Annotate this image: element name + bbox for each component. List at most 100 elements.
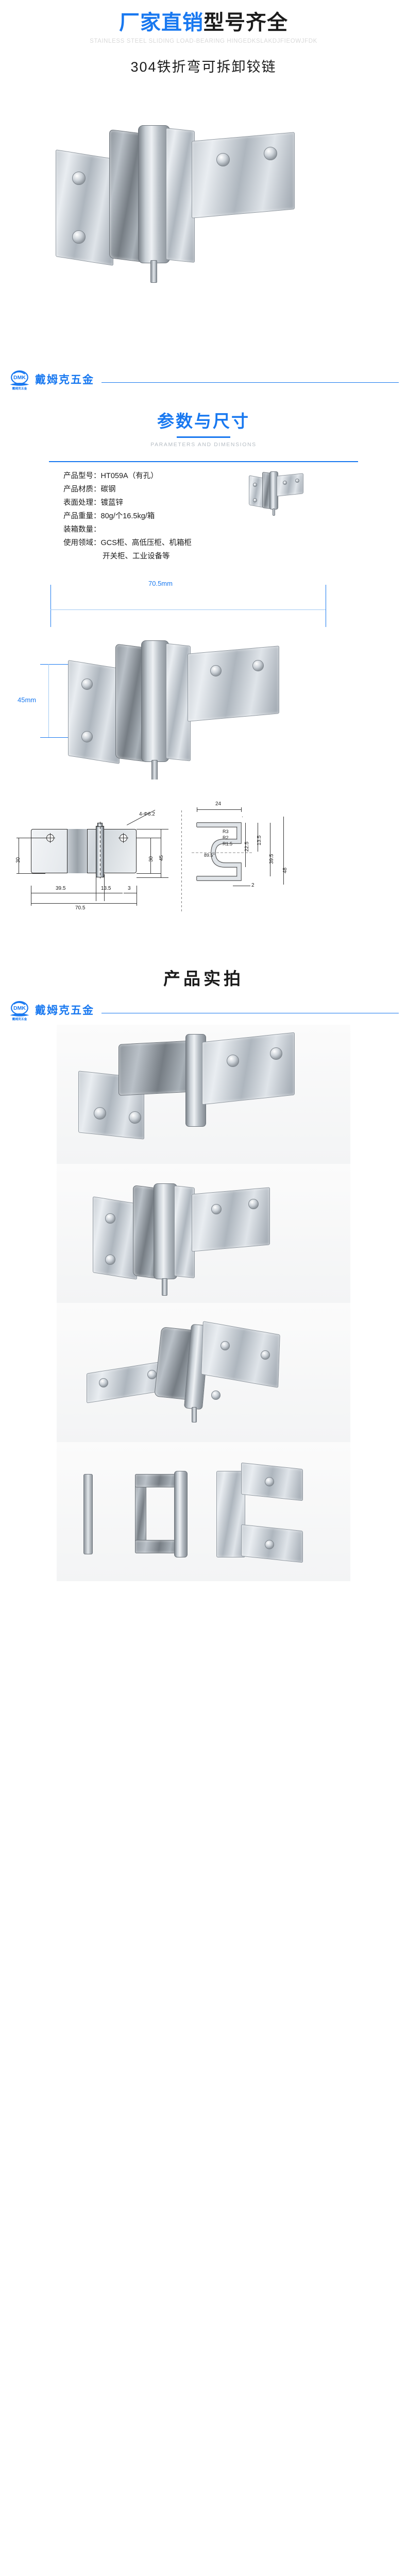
brand-bar: DMK 戴姆克五金 戴姆克五金: [0, 364, 407, 394]
mounting-hole-icon: [261, 1350, 270, 1360]
blueprint-dim-24: 24: [215, 801, 222, 807]
hinge-barrel: [141, 640, 169, 762]
mounting-hole-icon: [105, 1213, 115, 1224]
photos-title: 产品实拍: [163, 969, 244, 988]
spec-value: 开关柜、工业设备等: [103, 552, 170, 561]
mounting-hole-icon: [264, 147, 277, 160]
mounting-hole-icon: [72, 172, 86, 185]
blueprint-radius-r2: R2: [223, 835, 229, 840]
spec-row: 产品材质： 碳钢: [63, 483, 234, 496]
mounting-hole-icon: [248, 1199, 259, 1209]
hinge-barrel: [154, 1183, 177, 1279]
spec-row: 装箱数量：: [63, 523, 234, 536]
hinge-left-wing: [68, 660, 120, 764]
spec-list: 产品型号： HT059A（有孔） 产品材质： 碳钢 表面处理： 镀蓝锌 产品重量…: [49, 469, 234, 563]
params-title-en: PARAMETERS AND DIMENSIONS: [150, 442, 257, 448]
mounting-hole-icon: [94, 1107, 106, 1120]
removable-pin: [150, 260, 157, 283]
spec-label: 产品型号：: [63, 472, 101, 480]
spec-value: 镀蓝锌: [100, 499, 124, 507]
brand-name: 戴姆克五金: [35, 374, 94, 386]
hero-subtitle-en: STAINLESS STEEL SLIDING LOAD-BEARING HIN…: [90, 38, 317, 44]
svg-text:戴姆克五金: 戴姆克五金: [12, 1017, 27, 1021]
dim-extension-top: [40, 664, 88, 665]
blueprint-dim-39-5-side: 39.5: [269, 854, 275, 864]
mounting-hole-icon: [81, 679, 93, 690]
mounting-hole-icon: [147, 1370, 157, 1379]
page-title-secondary: 型号齐全: [204, 11, 288, 34]
blueprint-ext-line: [104, 874, 105, 901]
blueprint-dim-13-5-side: 13.5: [257, 835, 262, 845]
removable-pin: [151, 760, 158, 779]
gallery-photo-4: [57, 1442, 350, 1581]
blueprint-dim-overall-height: 45: [159, 855, 164, 861]
hinge-c-piece-top: [135, 1474, 179, 1487]
blueprint-tick: [241, 807, 242, 812]
blueprint-dim-right-height: 30: [148, 856, 154, 862]
gallery-item[interactable]: [0, 1303, 407, 1442]
blueprint-dim-line: [283, 817, 284, 885]
mounting-hole-icon: [252, 660, 264, 671]
mounting-hole-icon: [227, 1055, 239, 1067]
gallery-photo-1: [57, 1025, 350, 1164]
mounting-hole-icon: [265, 1540, 274, 1549]
blueprint-dim-13-5: 13.5: [101, 886, 111, 891]
spec-label: 产品材质：: [63, 485, 101, 494]
params-title: 参数与尺寸: [157, 412, 250, 431]
blueprint-radius-r15: R1.5: [223, 841, 233, 846]
mounting-hole-icon: [72, 230, 86, 244]
hinge-right-wing: [202, 1032, 295, 1105]
dim-label-width: 70.5mm: [148, 580, 173, 587]
mounting-hole-icon: [210, 665, 222, 676]
spec-top-rule: [49, 461, 358, 462]
mounting-hole-icon: [211, 1391, 221, 1400]
blueprint-ext-line: [137, 877, 168, 878]
hinge-curve-right: [166, 643, 191, 761]
removable-pin: [162, 1278, 167, 1296]
mounting-hole-icon: [211, 1204, 222, 1214]
hinge-right-wing: [192, 132, 295, 218]
spec-value: 80g/个16.5kg/箱: [100, 512, 155, 520]
spec-thumbnail-photo: [238, 469, 358, 537]
spec-row: 产品重量： 80g/个16.5kg/箱: [63, 510, 234, 523]
blueprint-dim-left-height: 30: [15, 857, 21, 863]
gallery-item[interactable]: [0, 1442, 407, 1581]
spec-row: 使用领域： GCS柜、高低压柜、机箱柜: [63, 536, 234, 550]
mounting-hole-icon: [221, 1341, 230, 1350]
page-title: 厂家直销型号齐全: [0, 10, 407, 35]
hinge-barrel: [138, 125, 170, 263]
hinge-right-wing: [188, 646, 279, 722]
spec-row: 表面处理： 镀蓝锌: [63, 496, 234, 510]
hero-product-photo: [0, 76, 407, 364]
mounting-hole-icon: [105, 1255, 115, 1265]
brand-bar-secondary: DMK 戴姆克五金 戴姆克五金: [0, 995, 407, 1025]
dim-extension-left: [50, 585, 51, 627]
brand-divider: [101, 382, 399, 383]
hinge-curve-right: [166, 128, 195, 263]
hinge-right-wing: [192, 1187, 270, 1252]
dmk-logo-icon: DMK 戴姆克五金: [8, 368, 31, 391]
dim-label-height: 45mm: [18, 696, 37, 704]
blueprint-ext-line: [137, 873, 161, 874]
hinge-right-wing: [277, 473, 303, 497]
gallery-photo-2: [57, 1164, 350, 1303]
spec-value: 碳钢: [100, 485, 116, 494]
hero-subtitle-cn: 304铁折弯可拆卸铰链: [130, 59, 277, 75]
brand-name: 戴姆克五金: [35, 1005, 94, 1016]
removable-pin: [83, 1474, 93, 1554]
spec-row: 产品型号： HT059A（有孔）: [63, 469, 234, 483]
params-section-header: 参数与尺寸 PARAMETERS AND DIMENSIONS: [0, 394, 407, 453]
gallery-item[interactable]: [0, 1164, 407, 1303]
blueprint-view-separator: [181, 810, 182, 913]
dim-extension-bottom: [40, 737, 88, 738]
blueprint-hole: [118, 833, 128, 843]
hinge-bracket-web: [216, 1471, 245, 1557]
gallery-item[interactable]: [0, 1025, 407, 1164]
page-title-primary: 厂家直销: [119, 11, 204, 34]
blueprint-dim-line: [31, 903, 137, 904]
blueprint-front-band: [67, 829, 88, 873]
gallery-photo-3: [57, 1303, 350, 1442]
spec-value: [101, 523, 235, 536]
blueprint-dim-line: [245, 823, 246, 867]
dmk-logo-icon: DMK 戴姆克五金: [8, 998, 31, 1021]
